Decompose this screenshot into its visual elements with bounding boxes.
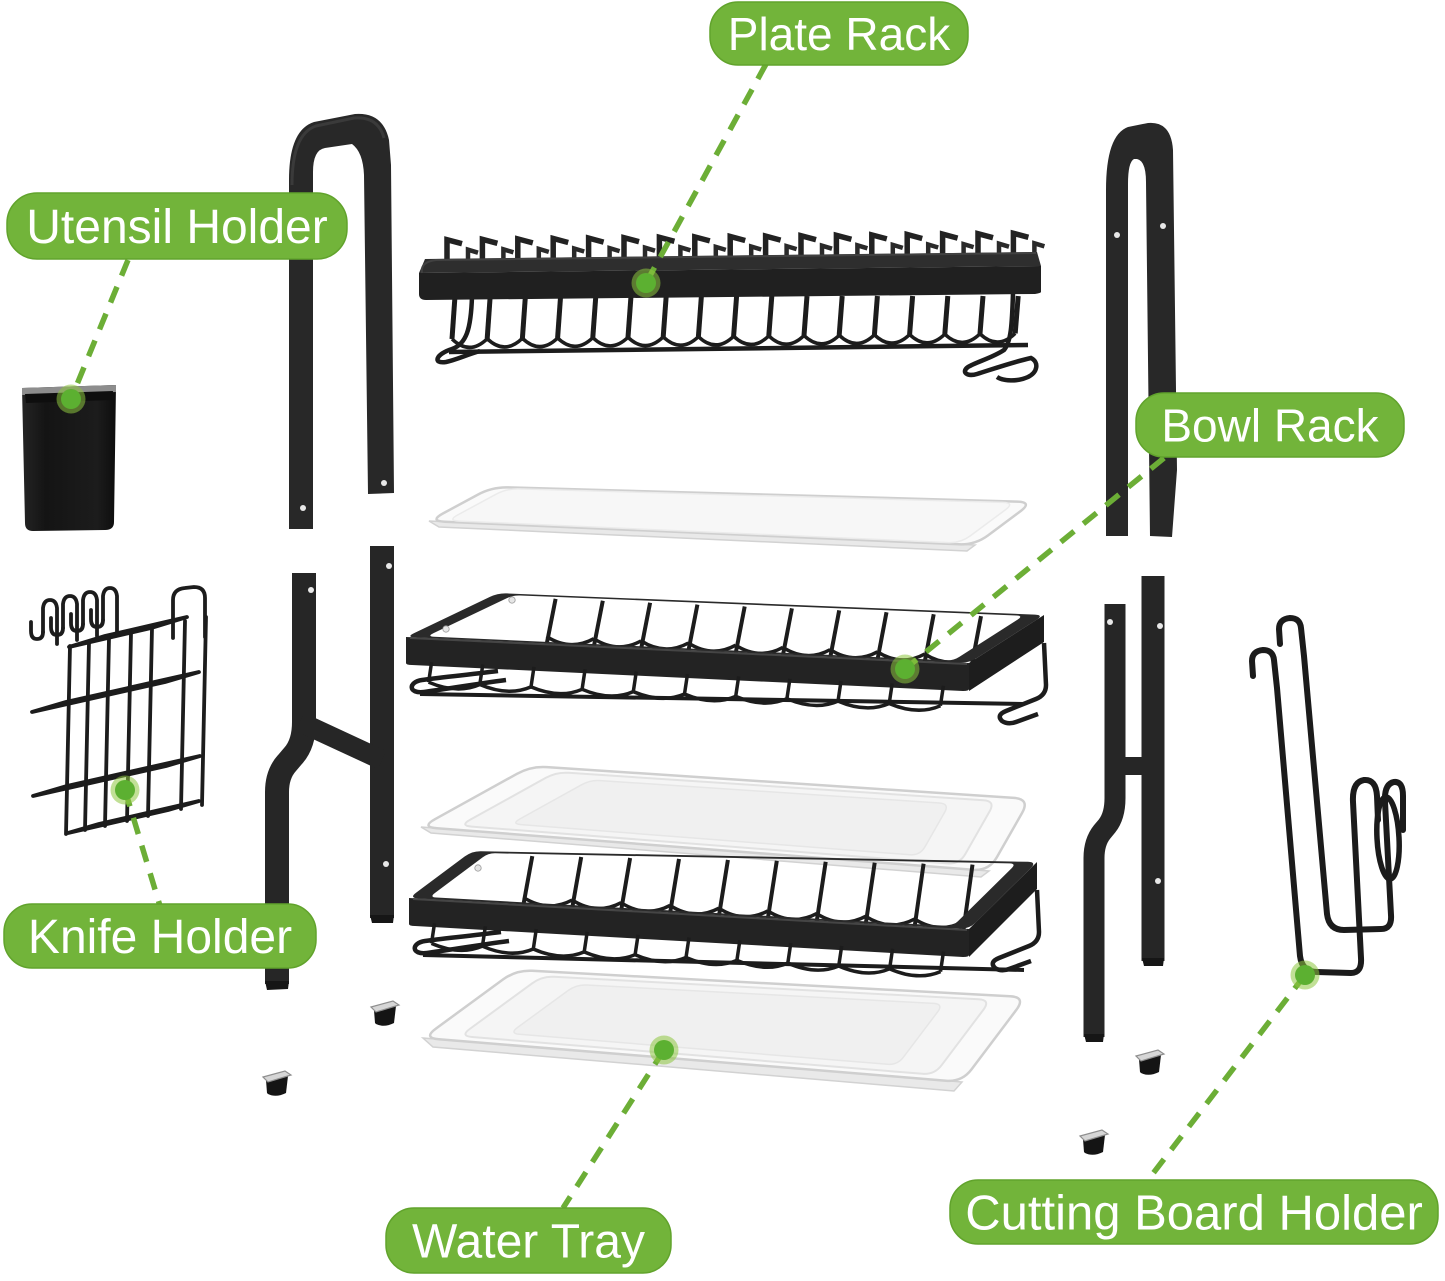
svg-text:Water Tray: Water Tray bbox=[412, 1216, 645, 1269]
svg-text:Plate Rack: Plate Rack bbox=[728, 8, 951, 60]
svg-text:Knife Holder: Knife Holder bbox=[28, 911, 292, 964]
svg-text:Bowl Rack: Bowl Rack bbox=[1161, 399, 1379, 451]
svg-text:Cutting Board Holder: Cutting Board Holder bbox=[965, 1186, 1423, 1240]
svg-text:Utensil Holder: Utensil Holder bbox=[26, 201, 327, 254]
